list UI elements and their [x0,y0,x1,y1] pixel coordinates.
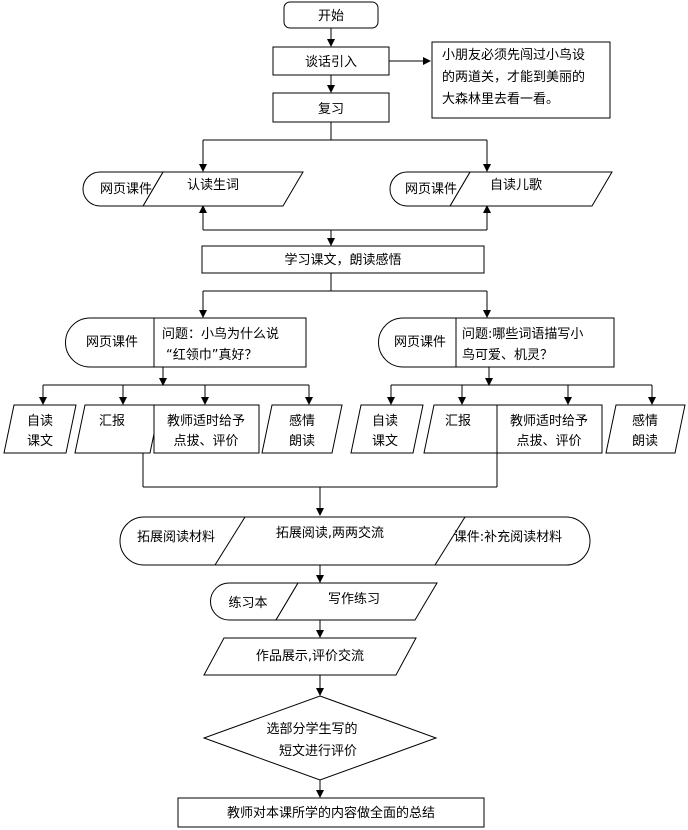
connectors [39,28,656,798]
evaluate-diamond [202,695,438,781]
left-self-read-box [3,404,77,454]
right-activities: 自读 课文 汇报 教师适时给予 点拔、评价 感情 朗读 [350,404,686,454]
courseware-left-terminator [82,171,164,207]
evaluate-node: 选部分学生写的 短文进行评价 [202,695,438,781]
left-self-read-line-2: 课文 [27,434,53,449]
courseware-right-label: 网页课件 [405,182,457,197]
left-activities: 自读 课文 汇报 教师适时给予 点拔、评价 感情 朗读 [3,404,343,454]
left-self-read-line-1: 自读 [27,414,53,429]
right-report-box [423,404,508,454]
extended-reading-parallelogram [214,516,466,566]
right-emotion-box [605,404,686,454]
intro-note-line-3: 大森林里去看一看。 [442,91,559,107]
question1-line-1: 问题：小鸟为什么说 [162,326,279,342]
intro-note-line-2: 的两道关，才能到美丽的 [442,69,585,85]
question2-group: 网页课件 问题:哪些词语描写小 鸟可爱、机灵？ [378,317,615,368]
right-emotion-line-1: 感情 [632,413,658,429]
writing-label: 写作练习 [328,592,380,607]
writing-parallelogram [275,582,438,621]
intro-label: 谈话引入 [305,55,357,70]
right-teacher-line-1: 教师适时给予 [510,413,588,429]
question1-line-2: “红领巾”真好？ [166,347,257,363]
right-report-label: 汇报 [445,414,471,429]
intro-note-box: 小朋友必须先闯过小鸟设 的两道关，才能到美丽的 大森林里去看一看。 [431,41,611,119]
read-words-group: 网页课件 认读生词 [82,171,304,207]
left-report-label: 汇报 [99,414,125,429]
left-teacher-line-2: 点拔、评价 [173,434,238,449]
study-text-label: 学习课文，朗读感悟 [284,252,401,268]
right-teacher-box [496,404,603,454]
question2-line-2: 鸟可爱、机灵？ [462,347,553,363]
courseware-q1-label: 网页课件 [86,335,138,350]
right-self-read-box [350,404,424,454]
showcase-label: 作品展示,评价交流 [256,648,364,664]
intro-node: 谈话引入 [272,46,390,76]
courseware-q2-terminator [378,317,457,368]
intro-note-line-1: 小朋友必须先闯过小鸟设 [442,47,585,63]
right-self-read-line-2: 课文 [372,434,398,449]
ext-material-label: 拓展阅读材料 [137,530,215,545]
left-report-box [74,404,161,454]
left-emotion-line-1: 感情 [289,413,315,429]
question2-box [455,317,615,368]
workbook-terminator [210,582,299,621]
showcase-node: 作品展示,评价交流 [203,637,417,676]
courseware-q2-label: 网页课件 [394,335,446,350]
right-self-read-line-1: 自读 [372,414,398,429]
start-label: 开始 [318,9,344,24]
courseware-left-label: 网页课件 [100,182,152,197]
self-read-song-label: 自读儿歌 [490,178,542,193]
workbook-label: 练习本 [228,596,267,611]
review-node: 复习 [272,92,390,123]
summary-node: 教师对本课所学的内容做全面的总结 [177,797,485,828]
question1-group: 网页课件 问题：小鸟为什么说 “红领巾”真好？ [65,317,307,368]
evaluate-line-2: 短文进行评价 [279,744,357,759]
extended-reading-group: 拓展阅读材料 拓展阅读,两两交流 课件:补充阅读材料 [119,516,591,566]
ext-read-label: 拓展阅读,两两交流 [276,525,384,541]
courseware-right-terminator [389,171,471,207]
study-text-node: 学习课文，朗读感悟 [201,245,485,274]
showcase-parallelogram [203,637,417,676]
self-read-song-group: 网页课件 自读儿歌 [389,171,613,207]
evaluate-line-1: 选部分学生写的 [266,721,357,737]
ext-supplement-label: 课件:补充阅读材料 [454,529,562,545]
writing-group: 练习本 写作练习 [210,582,438,621]
review-label: 复习 [318,102,344,117]
summary-label: 教师对本课所学的内容做全面的总结 [227,805,435,821]
right-emotion-line-2: 朗读 [632,434,658,449]
question2-line-1: 问题:哪些词语描写小 [462,327,583,342]
courseware-q1-terminator [65,317,155,368]
start-node: 开始 [283,1,379,29]
left-teacher-line-1: 教师适时给予 [167,413,245,429]
question1-box [153,317,307,368]
left-teacher-box [153,404,260,454]
left-emotion-line-2: 朗读 [289,434,315,449]
read-words-label: 认读生词 [187,178,239,193]
right-teacher-line-2: 点拔、评价 [516,434,581,449]
left-emotion-box [261,404,343,454]
